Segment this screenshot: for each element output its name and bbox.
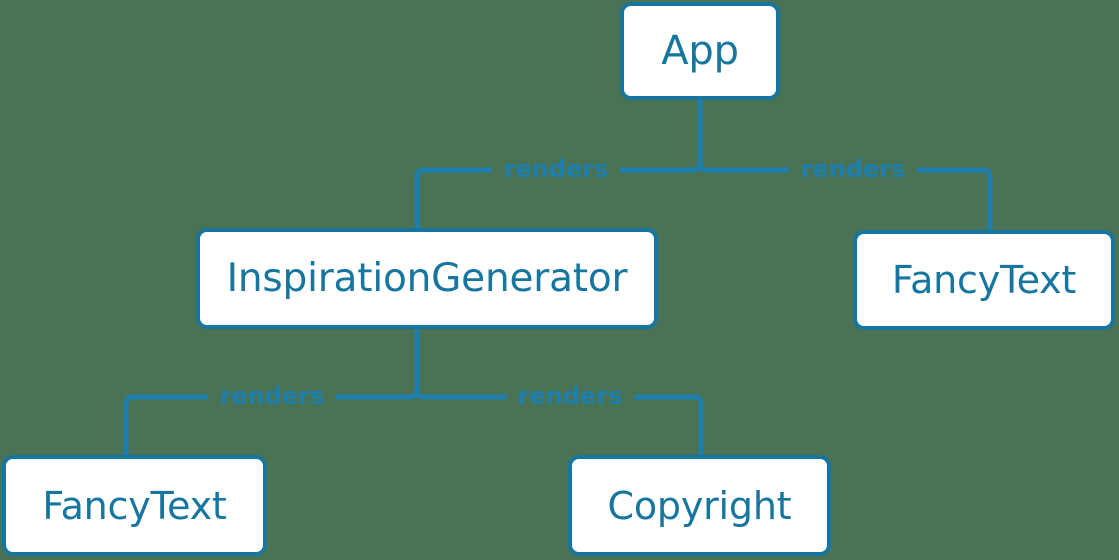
edge-label-inspirationgenerator-to-fancytext: renders bbox=[219, 382, 325, 410]
node-copyright-label: Copyright bbox=[607, 483, 792, 528]
edge-label-app-to-fancytext: renders bbox=[800, 155, 906, 183]
node-fancytext-right-label: FancyText bbox=[891, 258, 1077, 302]
node-app-label: App bbox=[661, 28, 739, 74]
edge-app-to-inspirationgenerator-segment-b bbox=[414, 167, 492, 228]
edge-inspirationgenerator-to-fancytext-segment-b bbox=[123, 394, 208, 455]
node-copyright[interactable]: Copyright bbox=[568, 455, 831, 556]
node-inspirationgenerator-label: InspirationGenerator bbox=[226, 256, 628, 301]
edge-inspirationgenerator-to-copyright-segment-a bbox=[414, 329, 506, 400]
edge-app-to-fancytext-segment-b bbox=[917, 167, 993, 230]
node-fancytext-bottom[interactable]: FancyText bbox=[2, 455, 267, 556]
edge-app-to-fancytext-segment-a bbox=[697, 100, 789, 173]
node-fancytext-right[interactable]: FancyText bbox=[853, 230, 1115, 330]
edge-label-app-to-inspirationgenerator: renders bbox=[503, 155, 609, 183]
edge-label-inspirationgenerator-to-copyright: renders bbox=[517, 382, 623, 410]
node-inspirationgenerator[interactable]: InspirationGenerator bbox=[196, 228, 658, 329]
edge-app-to-inspirationgenerator-segment-a bbox=[620, 100, 703, 173]
edge-inspirationgenerator-to-fancytext-segment-a bbox=[336, 329, 420, 400]
edge-inspirationgenerator-to-copyright-segment-b bbox=[634, 394, 704, 455]
node-app[interactable]: App bbox=[620, 2, 780, 100]
node-fancytext-bottom-label: FancyText bbox=[42, 483, 227, 528]
